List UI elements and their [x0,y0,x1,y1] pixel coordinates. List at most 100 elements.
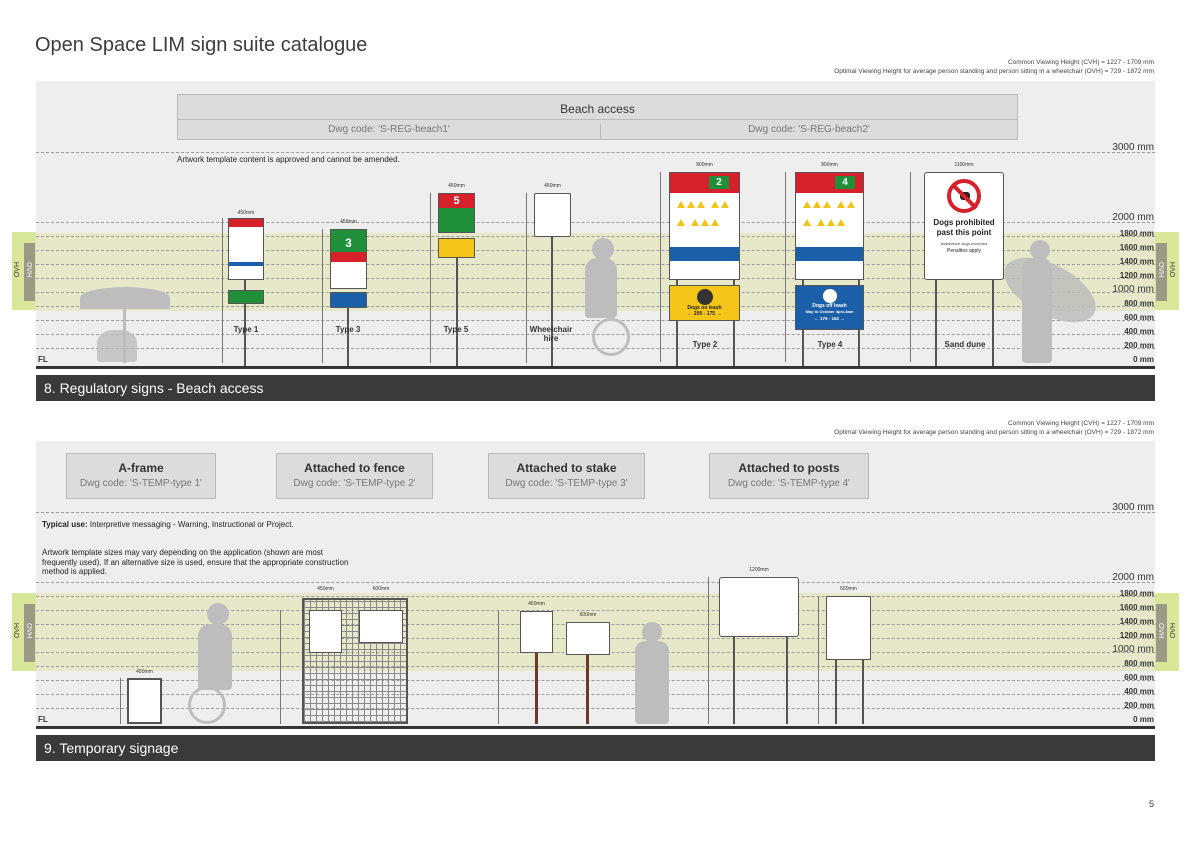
scale-800: 800 mm [1124,299,1154,308]
type3-number: 3 [331,230,366,252]
cvh-note: Common Viewing Height (CVH) = 1227 - 170… [834,58,1154,76]
wheelchair-user-head-2 [207,603,229,625]
type4-footer-sub2: May to October 4pm-8am [805,309,854,314]
fence-height-dim [280,610,281,724]
approved-note: Artwork template content is approved and… [177,155,400,164]
posts-code: Dwg code: 'S-TEMP-type 4' [727,478,851,489]
wheelchair-wheel-2 [188,686,226,724]
scale2-3000: 3000 mm [1112,502,1154,513]
line-600 [36,320,1155,321]
type2-footer-sub: ← 200 - 175 → [687,311,722,317]
scale2-1000: 1000 mm [1112,644,1154,655]
stake-title: Attached to stake [516,461,617,475]
scale-0: 0 mm [1133,355,1154,364]
a-frame-width-dim: 450mm [136,669,153,675]
stake-post-a [535,652,538,724]
page-title: Open Space LIM sign suite catalogue [35,34,368,56]
type1-post [244,278,246,366]
type5-upper-sign: 5 [438,193,475,233]
fence-sign-a [309,610,342,653]
stake-post-b [586,655,589,724]
type2-height-dim [660,172,661,362]
type5-width-dim: 450mm [448,183,465,189]
sand-dune-width-dim: 1100mm [954,162,974,168]
posts-b-height-dim [818,596,819,724]
type4-width-dim: 900mm [821,162,838,168]
wheelchair-user-body-2 [198,624,232,690]
typical-use-label: Typical use: [42,520,88,529]
beach-access-title: Beach access [560,102,635,116]
type2-label: Type 2 [692,340,718,349]
fence-header: Attached to fence Dwg code: 'S-TEMP-type… [276,453,433,499]
line2-400 [36,694,1155,695]
ground-line [36,366,1155,369]
line-3000 [36,152,1155,153]
a-frame-code: Dwg code: 'S-TEMP-type 1' [79,478,203,489]
line2-600 [36,680,1155,681]
standing-person-body [635,641,669,724]
type4-footer-sub: ← 175 - 162 → [814,316,845,321]
type1-upper-sign [228,218,264,280]
type1-width-dim: 450mm [237,210,255,216]
posts-sign-large [719,577,799,637]
scale-1000: 1000 mm [1112,284,1154,295]
ovh-label-left-inner: OVH [25,262,32,278]
line2-1800 [36,596,1155,597]
section-8-bar: 8. Regulatory signs - Beach access [36,375,1155,401]
scale2-2000: 2000 mm [1112,572,1154,583]
posts-title: Attached to posts [738,461,840,475]
posts-b-right [862,660,864,724]
fence-code: Dwg code: 'S-TEMP-type 2' [293,478,416,489]
type2-number: 2 [709,176,729,189]
wheelchair-user-head [592,238,614,260]
line2-800 [36,666,1155,667]
scale2-800: 800 mm [1124,659,1154,668]
ovh-inner-left [24,243,35,301]
page-number: 5 [1148,799,1154,809]
ovh-label-left-inner-2: OVH [25,623,32,639]
a-frame-header: A-frame Dwg code: 'S-TEMP-type 1' [66,453,216,499]
scale2-1800: 1800 mm [1119,589,1154,598]
line2-3000 [36,512,1155,513]
stake-a-dim: 450mm [528,601,545,607]
type4-height-dim [785,172,786,362]
scale2-1600: 1600 mm [1119,603,1154,612]
scale2-600: 600 mm [1124,673,1154,682]
ovh-inner-right-2 [1156,604,1167,662]
scale-600: 600 mm [1124,313,1154,322]
type3-lower-sign [330,292,367,308]
type4-label: Type 4 [817,340,843,349]
a-frame-title: A-frame [118,461,164,475]
stake-code: Dwg code: 'S-TEMP-type 3' [505,478,628,489]
sand-dune-post-right [992,280,994,366]
fl-label-2: FL [38,715,48,724]
sitting-person-silhouette [97,330,137,362]
section-9-bar: 9. Temporary signage [36,735,1155,761]
type5-lower-sign [438,238,475,258]
ovh-line2-2: Optimal Viewing Height for average perso… [834,429,1154,436]
type3-height-dim [322,229,323,363]
stake-sign-a [520,611,553,653]
fence-a-dim: 450mm [317,586,334,592]
typical-use-note: Typical use: Interpretive messaging - Wa… [42,520,294,530]
type1-height-dim [222,218,223,363]
scale-1800: 1800 mm [1119,229,1154,238]
posts-a-right [786,636,788,724]
sand-dune-sign: Dogs prohibited past this point Assistan… [924,172,1004,280]
ovh-label-left-2: OVH [14,623,21,639]
line2-2000 [36,582,1155,583]
surfer-head [1030,240,1050,260]
ovh-label-right-inner: OVH [1157,262,1164,278]
posts-a-dim: 1200mm [749,567,769,573]
code-beach1: Dwg code: 'S-REG-beach1' [178,124,601,139]
scale2-400: 400 mm [1124,687,1154,696]
line2-1600 [36,610,1155,611]
sand-dune-post-left [935,280,937,366]
stake-height-dim [498,611,499,724]
posts-a-height-dim [708,577,709,724]
ground-line-2 [36,726,1155,729]
no-dogs-icon [947,179,981,213]
wheelchair-user-body [585,258,617,318]
scale-2000: 2000 mm [1112,212,1154,223]
umbrella-silhouette [80,287,170,309]
